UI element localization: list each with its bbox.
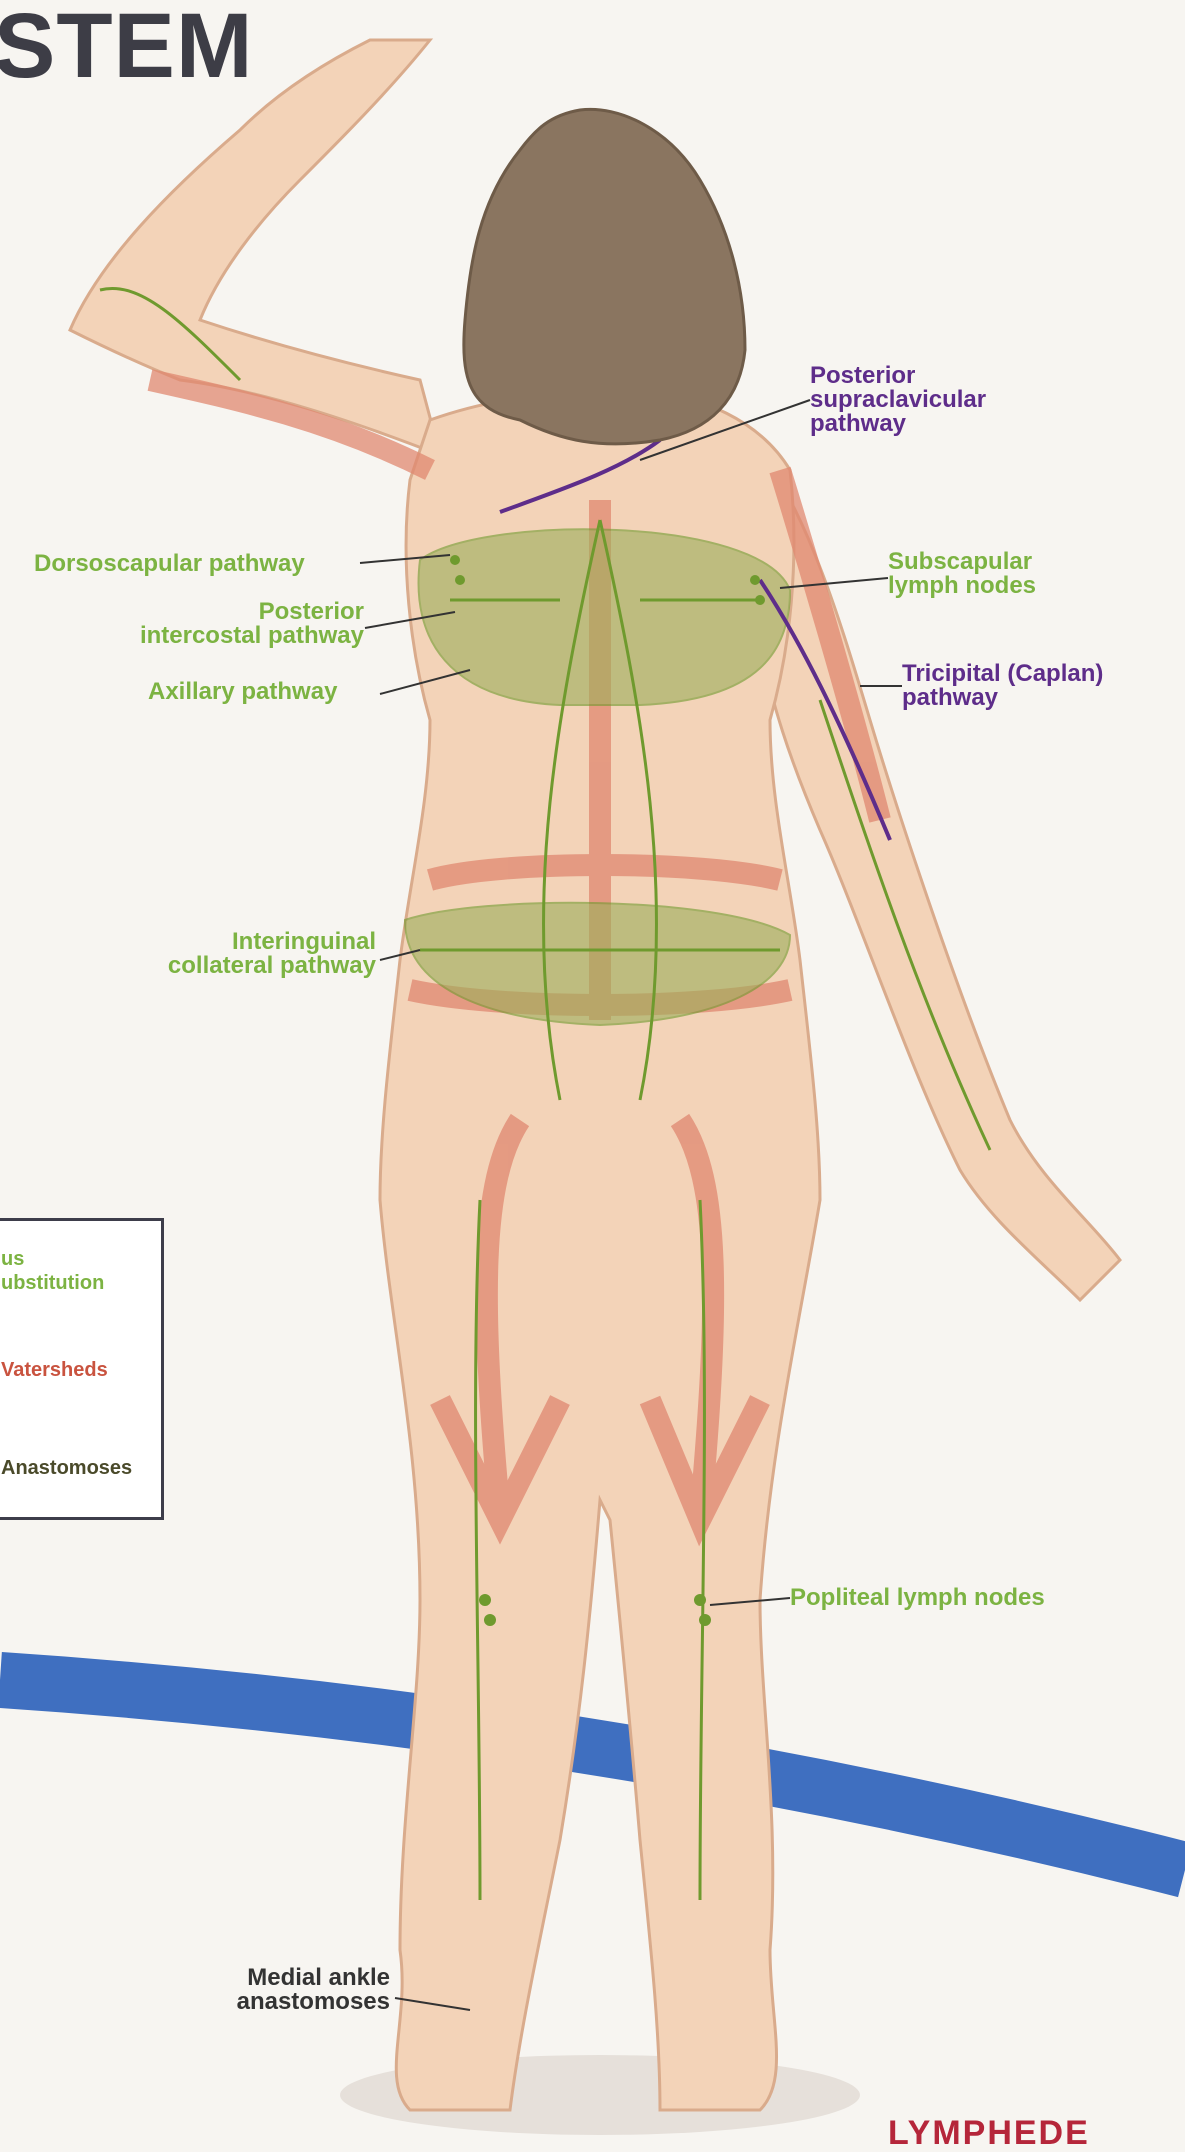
subscapular-label: Subscapular lymph nodes — [888, 550, 1036, 598]
medial-ankle-label: Medial ankle anastomoses — [200, 1966, 390, 2014]
interinguinal-label: Interinguinal collateral pathway — [120, 930, 376, 978]
subscapular-line-1: Subscapular — [888, 550, 1036, 574]
posterior-intercostal-label: Posterior intercostal pathway — [96, 600, 364, 648]
interinguinal-line-1: Interinguinal — [120, 930, 376, 954]
medial-ankle-line-2: anastomoses — [200, 1990, 390, 2014]
legend-item-substitution-line-1: us — [1, 1247, 104, 1271]
tricipital-label: Tricipital (Caplan) pathway — [902, 662, 1103, 710]
axillary-label: Axillary pathway — [148, 680, 337, 704]
page-title: STEM — [0, 0, 254, 92]
legend-item-substitution: us ubstitution — [1, 1247, 104, 1295]
brand-logo-text: LYMPHEDE — [888, 2116, 1090, 2150]
legend: us ubstitution Vatersheds Anastomoses — [0, 1218, 164, 1520]
posterior-supraclavicular-line-2: supraclavicular — [810, 388, 986, 412]
legend-item-substitution-line-2: ubstitution — [1, 1271, 104, 1295]
dorsoscapular-label: Dorsoscapular pathway — [34, 552, 305, 576]
popliteal-label: Popliteal lymph nodes — [790, 1586, 1045, 1610]
tricipital-line-2: pathway — [902, 686, 1103, 710]
posterior-supraclavicular-label: Posterior supraclavicular pathway — [810, 364, 986, 436]
legend-item-watersheds: Vatersheds — [1, 1359, 108, 1382]
tricipital-line-1: Tricipital (Caplan) — [902, 662, 1103, 686]
posterior-supraclavicular-line-1: Posterior — [810, 364, 986, 388]
medial-ankle-line-1: Medial ankle — [200, 1966, 390, 1990]
posterior-intercostal-line-1: Posterior — [96, 600, 364, 624]
posterior-intercostal-line-2: intercostal pathway — [96, 624, 364, 648]
posterior-supraclavicular-line-3: pathway — [810, 412, 986, 436]
subscapular-line-2: lymph nodes — [888, 574, 1036, 598]
legend-item-anastomoses: Anastomoses — [1, 1457, 132, 1480]
interinguinal-line-2: collateral pathway — [120, 954, 376, 978]
hair — [464, 109, 745, 444]
blue-band — [0, 1680, 1185, 1870]
